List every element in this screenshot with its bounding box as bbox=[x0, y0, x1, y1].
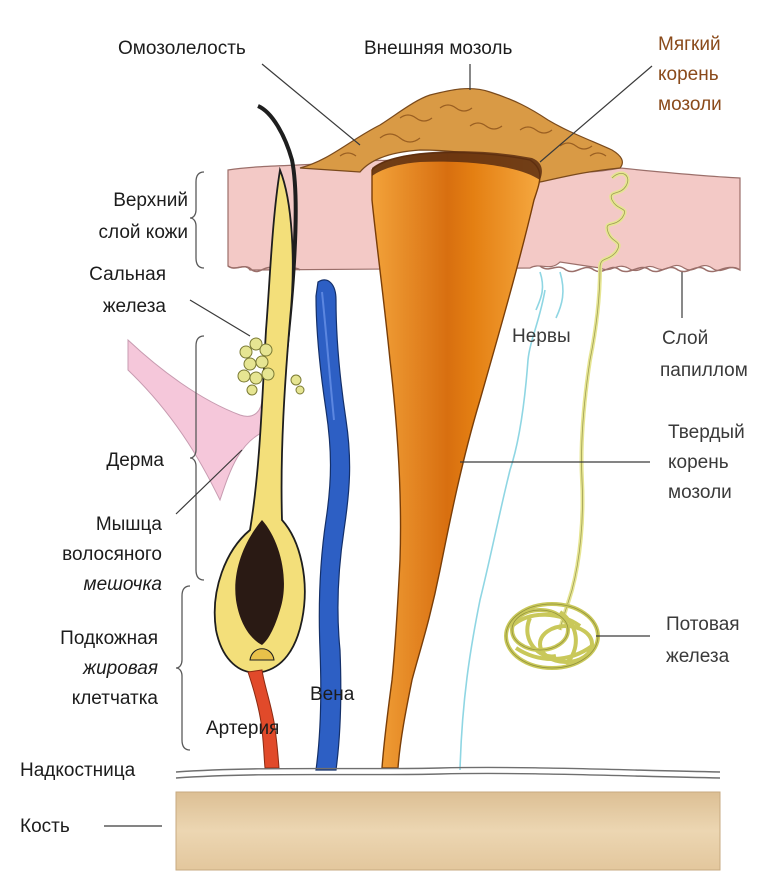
label-subcut-1: Подкожная bbox=[60, 628, 158, 649]
hair-papilla bbox=[249, 648, 275, 661]
label-muscle-1: Мышца bbox=[96, 514, 163, 535]
leader-lines bbox=[104, 63, 683, 827]
label-dermis: Дерма bbox=[106, 450, 164, 471]
label-soft-root-1: Мягкий bbox=[658, 34, 721, 55]
label-hard-root-3: мозоли bbox=[668, 482, 732, 503]
label-papilla-1: Слой bbox=[662, 328, 708, 349]
vein bbox=[315, 279, 351, 771]
bone bbox=[175, 791, 721, 871]
label-upper-skin-1: Верхний bbox=[113, 190, 188, 211]
label-subcut-2: жировая bbox=[82, 658, 158, 679]
label-upper-skin-2: слой кожи bbox=[99, 222, 188, 243]
callus-texture bbox=[339, 104, 607, 157]
label-nerves: Нервы bbox=[512, 326, 571, 347]
hair-bulb bbox=[235, 520, 284, 645]
label-outer-callus: Внешняя мозоль bbox=[364, 38, 512, 59]
label-subcut-3: клетчатка bbox=[72, 688, 159, 709]
label-periosteum: Надкостница bbox=[20, 760, 136, 781]
label-vein: Вена bbox=[310, 684, 355, 705]
label-hard-root-2: корень bbox=[668, 452, 729, 473]
nerve-2 bbox=[535, 271, 564, 319]
sebaceous-gland bbox=[237, 337, 305, 396]
label-callus-formation: Омозолелость bbox=[118, 38, 246, 59]
label-hard-root-1: Твердый bbox=[668, 422, 745, 443]
label-bone: Кость bbox=[20, 816, 70, 837]
sweat-gland-duct-outline bbox=[559, 173, 629, 631]
label-muscle-2: волосяного bbox=[62, 544, 162, 565]
layer-brackets bbox=[175, 171, 205, 751]
label-sweat-2: железа bbox=[666, 646, 730, 667]
vein-highlight bbox=[321, 291, 335, 421]
label-soft-root-2: корень bbox=[658, 64, 719, 85]
artery bbox=[247, 669, 280, 769]
nerve-1 bbox=[459, 289, 546, 771]
label-artery: Артерия bbox=[206, 718, 279, 739]
label-soft-root-3: мозоли bbox=[658, 94, 722, 115]
label-muscle-3: мешочка bbox=[84, 574, 162, 595]
soft-callus-root bbox=[372, 151, 542, 180]
hard-callus-root bbox=[371, 151, 541, 769]
label-sweat-1: Потовая bbox=[666, 614, 740, 635]
label-sebaceous-2: железа bbox=[103, 296, 167, 317]
periosteum bbox=[175, 766, 721, 779]
label-papilla-2: папиллом bbox=[660, 360, 748, 381]
label-sebaceous-1: Сальная bbox=[89, 264, 166, 285]
